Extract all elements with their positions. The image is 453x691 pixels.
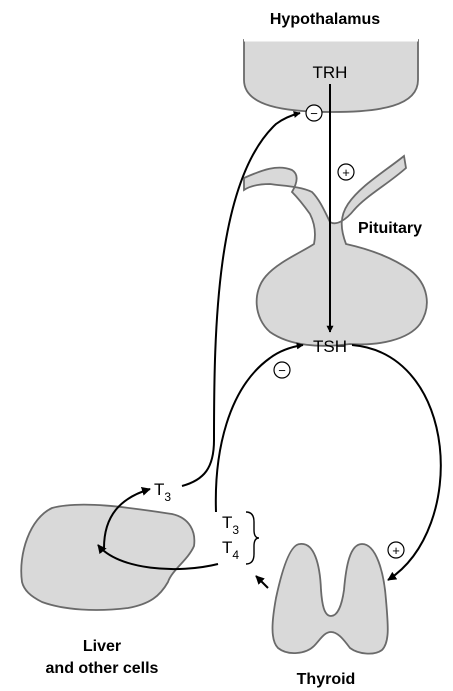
hypothalamus-label: Hypothalamus (270, 11, 380, 28)
t3-t4-brace (246, 512, 259, 564)
t4-label: T4 (222, 538, 239, 562)
plus-sign-thyroid-text: + (392, 543, 400, 558)
minus-sign-pituitary-text: − (278, 363, 286, 378)
t3-lower-label: T3 (222, 513, 239, 537)
t3-upper-label: T3 (154, 480, 171, 504)
liver-shape (21, 505, 194, 610)
plus-sign-trh-text: + (342, 165, 350, 180)
liver-label-line1: Liver (83, 638, 121, 655)
trh-label: TRH (313, 63, 348, 82)
minus-sign-hypothalamus-text: − (310, 106, 318, 121)
thyroid-to-t3t4-arrow (256, 576, 268, 588)
thyroid-label: Thyroid (297, 671, 356, 688)
tsh-label: TSH (313, 337, 347, 356)
thyroid-shape (273, 544, 388, 654)
pituitary-label: Pituitary (358, 220, 422, 237)
liver-label-line2: and other cells (46, 660, 159, 677)
pituitary-shape (244, 156, 427, 346)
